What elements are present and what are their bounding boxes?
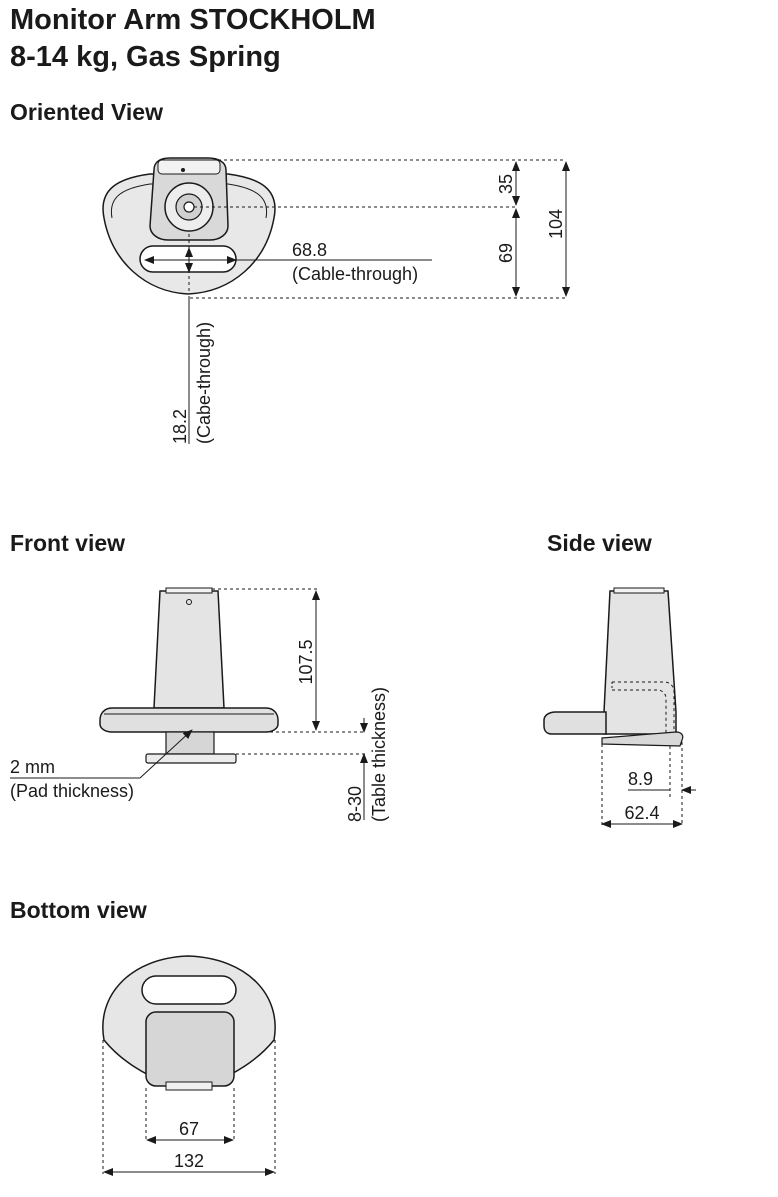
side-base <box>543 711 607 735</box>
front-clamp-pad <box>145 753 237 764</box>
dim-107-5-label: 107.5 <box>296 639 316 684</box>
side-clamp-arm <box>601 731 684 747</box>
bottom-view-drawing: 67 132 <box>102 955 276 1176</box>
pad-mm-label: 2 mm <box>10 757 55 777</box>
dim-18-2-label: 18.2 <box>170 409 190 444</box>
front-base-plate <box>99 707 279 733</box>
dim-68-8-label: 68.8 <box>292 240 327 260</box>
side-view-drawing: 8.9 62.4 <box>543 587 696 828</box>
cabe-through-label: (Cabe-through) <box>194 322 214 444</box>
side-clamp-hidden <box>612 681 675 736</box>
pad-thickness-label: (Pad thickness) <box>10 781 134 801</box>
oriented-view-heading: Oriented View <box>10 99 163 125</box>
front-view-drawing: 107.5 8-30 (Table thickness) 2 mm (Pad t… <box>10 587 389 822</box>
table-thickness-label: (Table thickness) <box>369 687 389 822</box>
dim-35-label: 35 <box>496 174 516 194</box>
front-clamp-neck <box>165 731 215 755</box>
front-view-heading: Front view <box>10 530 126 556</box>
cable-through-label: (Cable-through) <box>292 264 418 284</box>
dim-69-label: 69 <box>496 243 516 263</box>
bottom-clamp-plate <box>145 1011 235 1087</box>
bottom-view-heading: Bottom view <box>10 897 147 923</box>
dim-62-4-label: 62.4 <box>624 803 659 823</box>
dim-132-label: 132 <box>174 1151 204 1171</box>
side-view-heading: Side view <box>547 530 652 556</box>
product-subtitle: 8-14 kg, Gas Spring <box>10 41 281 73</box>
oriented-view-drawing: 35 69 104 68.8 (Cable-through) 18.2 (Cab… <box>102 157 570 444</box>
table-range-label: 8-30 <box>345 786 365 822</box>
bottom-cable-slot <box>141 975 237 1005</box>
dim-104-label: 104 <box>546 209 566 239</box>
oriented-pivot-inner <box>183 201 195 213</box>
side-column <box>603 590 677 735</box>
front-column <box>153 590 225 709</box>
dim-8-9-label: 8.9 <box>628 769 653 789</box>
dim-67-label: 67 <box>179 1119 199 1139</box>
oriented-cable-slot <box>139 245 237 273</box>
product-title: Monitor Arm STOCKHOLM <box>10 4 376 36</box>
